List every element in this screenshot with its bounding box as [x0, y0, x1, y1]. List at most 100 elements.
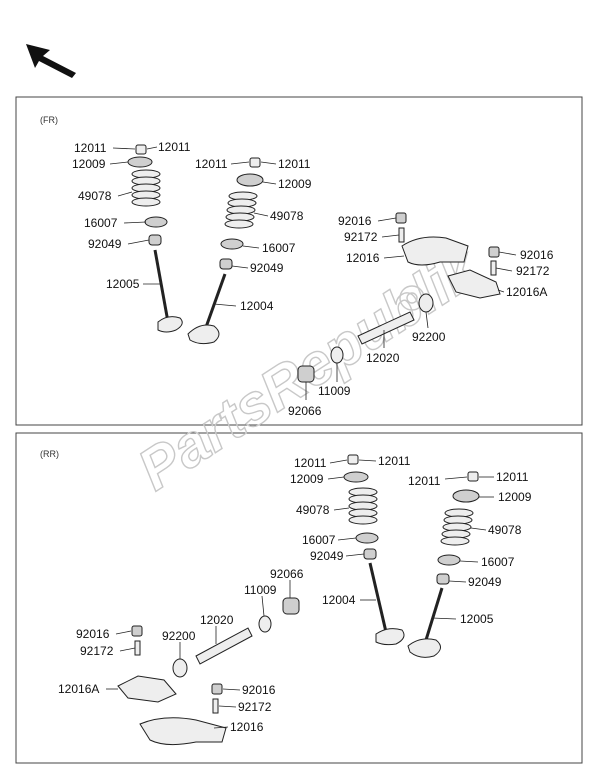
rocker-shaft-icon	[195, 627, 253, 665]
rocker-arm-icon	[447, 269, 501, 299]
part-label-fr-16007-a: 16007	[84, 216, 118, 230]
part-label-fr-49078-a: 49078	[78, 189, 112, 203]
valve-spring-icon	[224, 191, 258, 229]
part-label-rr-49078-b: 49078	[488, 523, 522, 537]
valve-cotter-icon	[347, 454, 359, 465]
part-label-rr-92016-a: 92016	[76, 627, 110, 641]
stem-seal-icon	[363, 548, 377, 560]
direction-arrow-icon	[26, 44, 76, 78]
exhaust-valve-icon	[153, 249, 183, 333]
part-label-fr-16007-b: 16007	[262, 241, 296, 255]
intake-valve-icon	[368, 562, 405, 646]
plug-icon	[297, 365, 315, 383]
spring-seat-icon	[144, 216, 168, 228]
rear-section-label: (RR)	[40, 449, 59, 459]
spring-retainer-icon	[343, 471, 369, 483]
stem-seal-icon	[219, 258, 233, 270]
part-label-rr-12016: 12016	[230, 720, 264, 734]
rocker-nut-icon	[131, 625, 143, 637]
part-label-rr-92049-a: 92049	[310, 549, 344, 563]
part-label-rr-12016A: 12016A	[58, 682, 99, 696]
part-label-rr-12020: 12020	[200, 613, 234, 627]
exhaust-valve-icon	[407, 587, 444, 658]
rocker-shaft-icon	[357, 311, 415, 345]
part-label-rr-12005: 12005	[460, 612, 494, 626]
rocker-arm-icon	[117, 675, 177, 703]
rocker-nut-icon	[395, 212, 407, 224]
part-label-rr-12009-b: 12009	[498, 490, 532, 504]
valve-cotter-icon	[135, 144, 147, 155]
adjusting-screw-icon	[490, 260, 497, 276]
adjusting-screw-icon	[398, 227, 405, 243]
part-label-fr-12005: 12005	[106, 277, 140, 291]
o-ring-icon	[330, 346, 344, 364]
part-label-fr-92200: 92200	[412, 330, 446, 344]
valve-spring-icon	[440, 508, 474, 546]
rocker-nut-icon	[488, 246, 500, 258]
spring-seat-icon	[355, 532, 379, 544]
part-label-fr-12009-a: 12009	[72, 157, 106, 171]
rocker-arm-icon	[139, 717, 227, 746]
adjusting-screw-icon	[212, 698, 219, 714]
front-section-label: (FR)	[40, 115, 58, 125]
part-label-rr-92200: 92200	[162, 629, 196, 643]
o-ring-icon	[418, 293, 434, 313]
plug-icon	[282, 597, 300, 615]
part-label-rr-16007-a: 16007	[302, 533, 336, 547]
part-label-fr-12009-b: 12009	[278, 177, 312, 191]
part-label-fr-12011-c: 12011	[195, 157, 228, 171]
valve-spring-icon	[131, 169, 161, 207]
part-label-fr-12011-b: 12011	[158, 140, 191, 154]
front-leader-lines	[109, 146, 517, 400]
part-label-fr-12016A: 12016A	[506, 285, 547, 299]
part-label-rr-92172-a: 92172	[80, 644, 114, 658]
rocker-arm-icon	[401, 236, 469, 266]
part-label-fr-92172-b: 92172	[516, 264, 550, 278]
part-number-labels: 12011 12011 12009 49078 16007 92049 12005 12011…	[58, 140, 554, 734]
part-label-fr-12011-a: 12011	[74, 141, 107, 155]
spring-seat-icon	[220, 238, 244, 250]
o-ring-icon	[172, 658, 188, 678]
stem-seal-icon	[148, 234, 162, 246]
rear-leader-lines	[106, 459, 494, 729]
adjusting-screw-icon	[134, 640, 141, 656]
part-label-rr-12009-a: 12009	[290, 472, 324, 486]
part-label-fr-49078-b: 49078	[270, 209, 304, 223]
part-label-fr-92049-a: 92049	[88, 237, 122, 251]
part-label-fr-12004: 12004	[240, 299, 274, 313]
rear-panel	[15, 432, 583, 764]
rocker-nut-icon	[211, 683, 223, 695]
part-label-rr-12011-b: 12011	[378, 454, 411, 468]
part-label-rr-92066: 92066	[270, 567, 304, 581]
part-label-fr-92016-b: 92016	[520, 248, 554, 262]
spring-seat-icon	[437, 554, 461, 566]
part-label-rr-12011-c: 12011	[408, 474, 441, 488]
part-label-rr-12011-d: 12011	[496, 470, 529, 484]
part-label-fr-92172-a: 92172	[344, 230, 378, 244]
rear-parts	[117, 454, 480, 746]
valve-cotter-icon	[249, 157, 261, 168]
part-label-rr-11009: 11009	[244, 583, 277, 597]
spring-retainer-icon	[452, 489, 480, 503]
part-label-rr-12004: 12004	[322, 593, 356, 607]
part-label-fr-92016-a: 92016	[338, 214, 372, 228]
part-label-fr-12020: 12020	[366, 351, 400, 365]
part-label-rr-92016-b: 92016	[242, 683, 276, 697]
part-label-fr-92066: 92066	[288, 404, 322, 418]
stem-seal-icon	[436, 573, 450, 585]
o-ring-icon	[258, 615, 272, 633]
part-label-fr-12011-d: 12011	[278, 157, 311, 171]
valve-spring-icon	[348, 487, 378, 525]
part-label-rr-92172-b: 92172	[238, 700, 272, 714]
intake-valve-icon	[187, 273, 227, 345]
valve-cotter-icon	[467, 471, 479, 482]
part-label-fr-92049-b: 92049	[250, 261, 284, 275]
part-label-rr-92049-b: 92049	[468, 575, 502, 589]
front-parts	[127, 144, 501, 383]
part-label-rr-16007-b: 16007	[481, 555, 515, 569]
part-label-fr-12016: 12016	[346, 251, 380, 265]
part-label-rr-12011-a: 12011	[294, 456, 327, 470]
part-label-rr-49078-a: 49078	[296, 503, 330, 517]
spring-retainer-icon	[236, 173, 264, 187]
